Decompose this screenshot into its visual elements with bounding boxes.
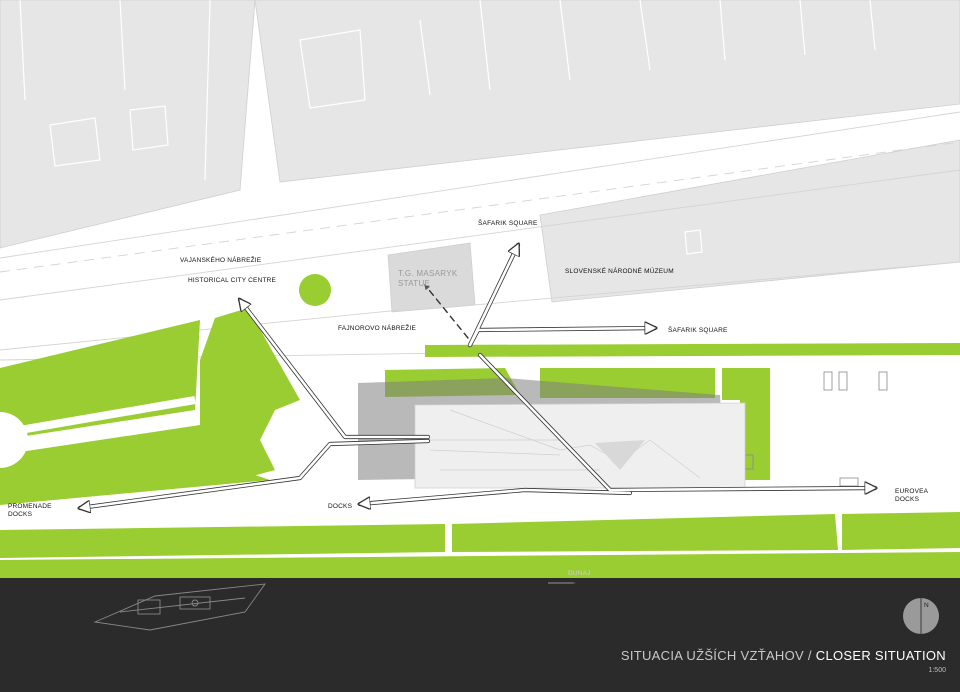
north-label: N bbox=[924, 602, 929, 609]
main-building bbox=[414, 402, 746, 489]
label-eurovea-line2: DOCKS bbox=[895, 496, 920, 503]
map-title: SITUACIA UŽŠÍCH VZŤAHOV / CLOSER SITUATI… bbox=[621, 648, 946, 663]
building-void bbox=[595, 440, 645, 470]
label-historical-centre: HISTORICAL CITY CENTRE bbox=[188, 277, 277, 284]
label-eurovea-line1: EUROVEA bbox=[895, 488, 929, 495]
label-promenade-line2: DOCKS bbox=[8, 511, 33, 518]
label-promenade-line1: PROMENADE bbox=[8, 503, 52, 510]
scale-label: 1:500 bbox=[928, 667, 946, 674]
north-arrow-icon: N bbox=[903, 598, 939, 634]
city-blocks bbox=[0, 0, 960, 313]
danube-river bbox=[0, 578, 960, 692]
label-statue-line2: STATUE bbox=[398, 279, 430, 288]
label-vajanskeho: VAJANSKÉHO NÁBREŽIE bbox=[180, 255, 262, 264]
label-statue-line1: T.G. MASARYK bbox=[398, 269, 458, 278]
label-dunaj: DUNAJ bbox=[568, 570, 591, 577]
label-museum: SLOVENSKÉ NÁRODNÉ MÚZEUM bbox=[565, 266, 674, 275]
label-fajnorovo: FAJNOROVO NÁBREŽIE bbox=[338, 323, 416, 332]
park-path bbox=[19, 396, 196, 434]
title-english: CLOSER SITUATION bbox=[816, 648, 946, 663]
label-safarik-square-right: ŠAFARIK SQUARE bbox=[668, 325, 728, 334]
label-docks: DOCKS bbox=[328, 503, 353, 510]
boat-icon bbox=[93, 583, 266, 631]
building-outlines bbox=[19, 0, 876, 255]
route-arrows bbox=[80, 245, 875, 508]
title-slovak: SITUACIA UŽŠÍCH VZŤAHOV / bbox=[621, 648, 816, 663]
label-safarik-square-top: ŠAFARIK SQUARE bbox=[478, 218, 538, 227]
